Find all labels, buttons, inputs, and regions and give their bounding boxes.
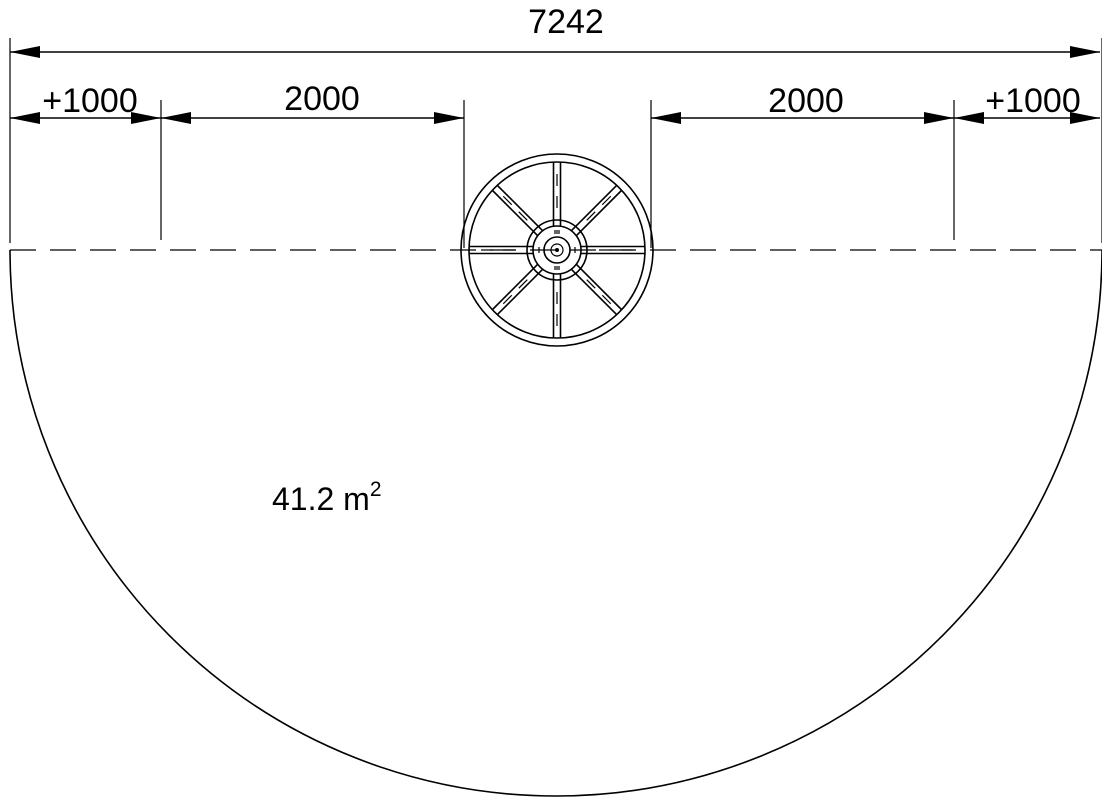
left-margin-label: +1000 xyxy=(42,82,138,120)
right-margin-label: +1000 xyxy=(985,82,1081,120)
area-label: 41.2 m2 xyxy=(272,478,382,517)
arrowhead xyxy=(434,112,464,124)
wheel-spoke xyxy=(552,162,562,226)
sub-dimension-line: +1000 2000 2000 +1000 xyxy=(10,80,1100,124)
wheel-spoke xyxy=(491,184,544,237)
safety-zone-semicircle xyxy=(9,249,1102,797)
right-span-label: 2000 xyxy=(768,82,844,120)
left-span-label: 2000 xyxy=(284,80,360,118)
arrowhead xyxy=(10,46,40,58)
overall-dimension: 7242 xyxy=(9,3,1102,243)
wheel-spoke xyxy=(570,263,623,316)
wheel-spoke xyxy=(570,184,623,237)
arrowhead xyxy=(161,112,191,124)
area-superscript: 2 xyxy=(370,478,382,501)
arrowhead xyxy=(651,112,681,124)
safety-zone xyxy=(9,249,1102,797)
wheel-spoke xyxy=(552,274,562,338)
area-value: 41.2 m xyxy=(272,481,370,517)
arrowhead xyxy=(131,112,161,124)
carousel-wheel-icon xyxy=(460,153,654,347)
arrowhead xyxy=(924,112,954,124)
wheel-spoke xyxy=(581,245,645,255)
arrowhead xyxy=(1070,46,1100,58)
overall-dimension-label: 7242 xyxy=(528,3,604,41)
arrowhead xyxy=(954,112,984,124)
arrowhead xyxy=(1070,112,1100,124)
arrowhead xyxy=(10,112,40,124)
wheel-spoke xyxy=(491,263,544,316)
wheel-spoke xyxy=(469,245,533,255)
